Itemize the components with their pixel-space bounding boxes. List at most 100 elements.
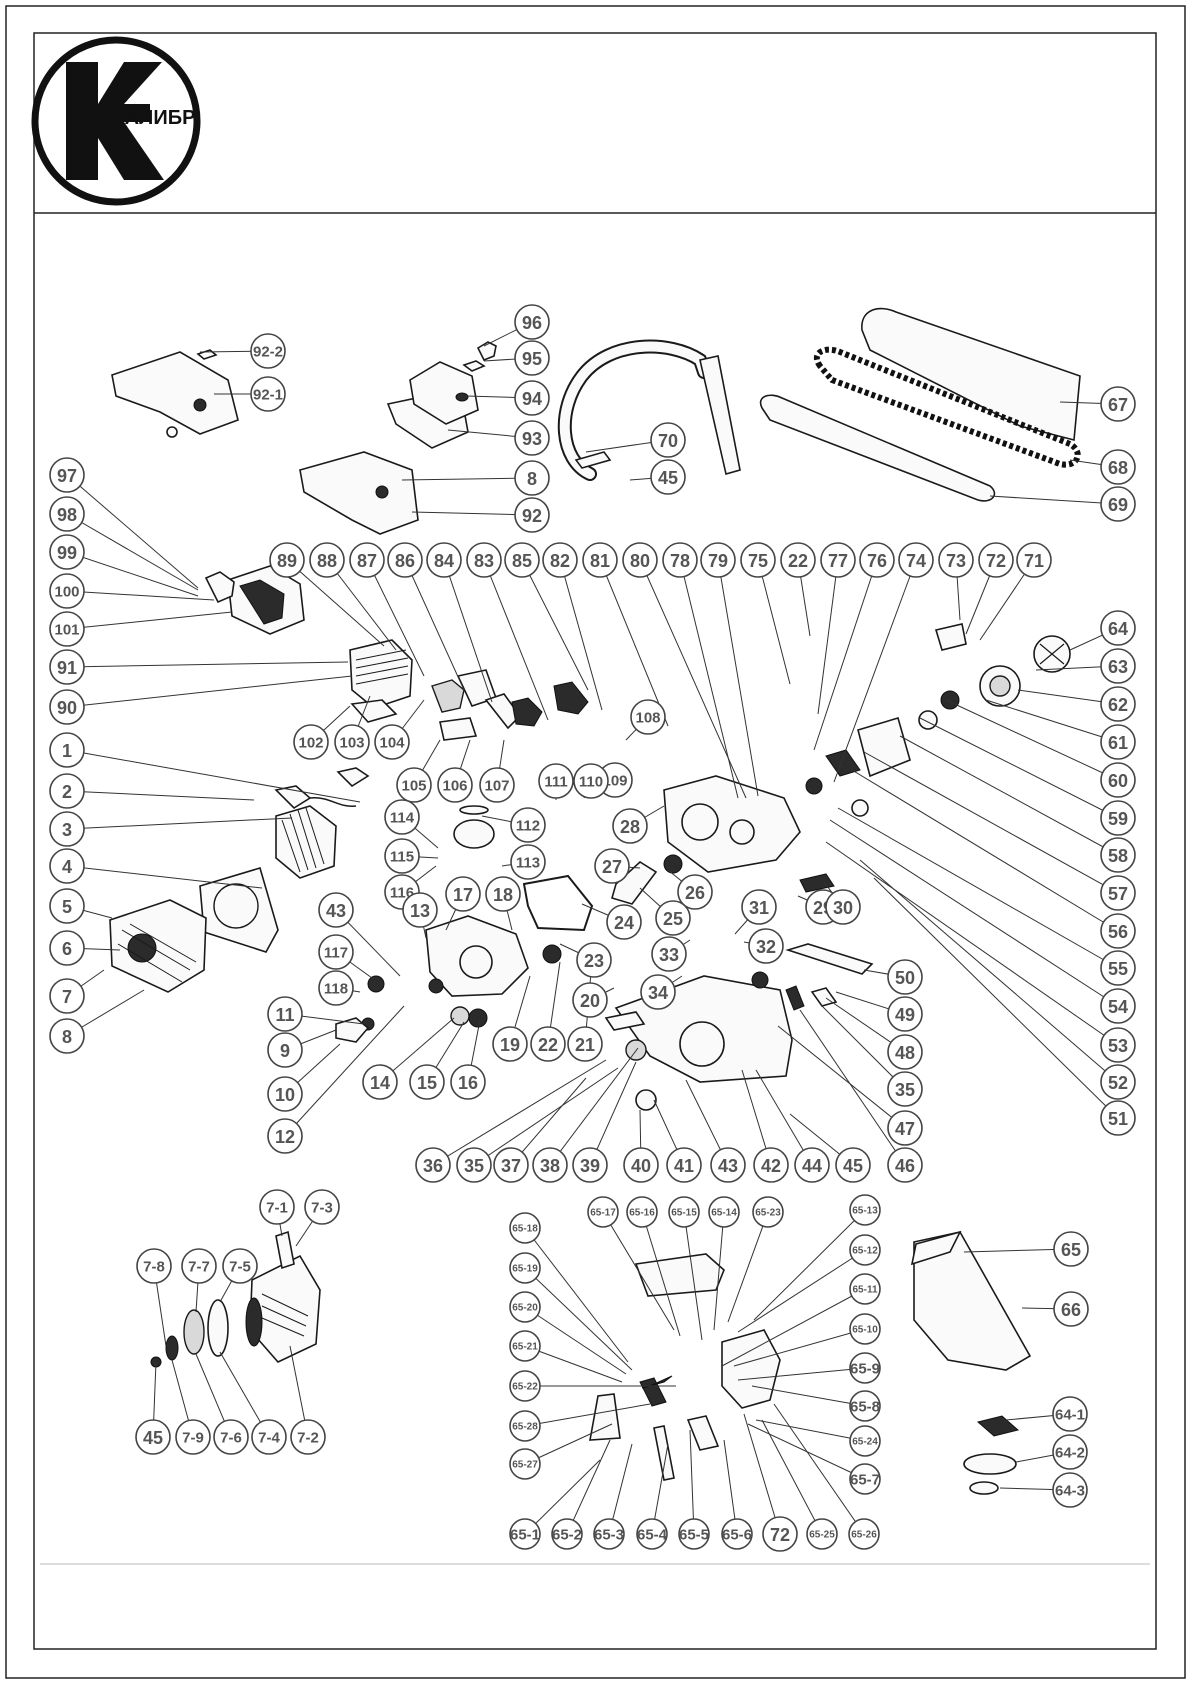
callout-bubble (269, 542, 305, 578)
callout-bubble (362, 1064, 398, 1100)
leader-line (737, 1249, 866, 1333)
callout-bubble (49, 573, 85, 609)
callout-bubble (293, 724, 329, 760)
callout-bubble (780, 542, 816, 578)
callout-23: 23 (576, 942, 612, 978)
callout-bubble (835, 1147, 871, 1183)
callout-bubble (456, 1147, 492, 1183)
callout-label: 110 (579, 774, 603, 791)
callout-label: 112 (516, 818, 540, 835)
callout-bubble (384, 799, 420, 835)
callout-label: 65-6 (722, 1527, 752, 1544)
callout-bubble (267, 996, 303, 1032)
callout-bubble (504, 542, 540, 578)
leader-line (66, 790, 255, 801)
callout-bubble (318, 970, 354, 1006)
callout-13: 13 (402, 892, 438, 928)
callout-65-4: 65-4 (636, 1518, 668, 1550)
callout-107: 107 (479, 767, 515, 803)
leader-line (66, 817, 293, 830)
callout-66: 66 (1053, 1291, 1089, 1327)
callout-label: 118 (324, 981, 348, 998)
callout-label: 2 (62, 782, 72, 802)
callout-26: 26 (677, 874, 713, 910)
callout-65-5: 65-5 (678, 1518, 710, 1550)
callout-65-16: 65-16 (626, 1196, 658, 1228)
callout-label: 63 (1108, 657, 1128, 677)
callout-bubble (576, 942, 612, 978)
part-drawings (109, 307, 1081, 1495)
callout-63: 63 (1100, 648, 1136, 684)
callout-label: 16 (458, 1073, 478, 1093)
callout-28: 28 (612, 808, 648, 844)
callout-21: 21 (567, 1026, 603, 1062)
callout-label: 65-23 (755, 1208, 781, 1219)
leader-line (510, 1077, 587, 1166)
leader-line (66, 675, 353, 708)
callout-label: 75 (748, 551, 768, 571)
callout-label: 34 (648, 983, 668, 1003)
leader-line (743, 1413, 781, 1535)
callout-bubble (318, 934, 354, 970)
callout-99: 99 (49, 534, 85, 570)
callout-label: 7-5 (229, 1259, 251, 1276)
callout-label: 65-8 (850, 1399, 880, 1416)
leader-line (411, 511, 533, 516)
callout-bubble (1100, 1100, 1136, 1136)
callout-bubble (849, 1313, 881, 1345)
callout-7-2: 7-2 (290, 1419, 326, 1455)
leader-line (66, 661, 349, 668)
callout-57: 57 (1100, 875, 1136, 911)
callout-65-12: 65-12 (849, 1234, 881, 1266)
callout-bubble (825, 889, 861, 925)
callout-bubble (402, 892, 438, 928)
callout-102: 102 (293, 724, 329, 760)
leader-line (524, 1267, 633, 1371)
callout-40: 40 (623, 1147, 659, 1183)
callout-label: 7-3 (311, 1200, 333, 1217)
callout-bubble (1100, 988, 1136, 1024)
callout-87: 87 (349, 542, 385, 578)
callout-80: 80 (622, 542, 658, 578)
callout-label: 38 (540, 1156, 560, 1176)
callout-69: 69 (1100, 486, 1136, 522)
callout-bubble (409, 1064, 445, 1100)
callout-bubble (49, 930, 85, 966)
callout-64-1: 64-1 (1052, 1396, 1088, 1432)
callout-65-22: 65-22 (509, 1370, 541, 1402)
leader-line (66, 865, 263, 889)
callout-label: 79 (708, 551, 728, 571)
callout-label: 106 (442, 778, 467, 795)
callout-46: 46 (887, 1147, 923, 1183)
leader-line (945, 699, 1119, 781)
callout-bubble (849, 1425, 881, 1457)
callout-label: 65-7 (850, 1472, 880, 1489)
leader-line (366, 559, 425, 677)
callout-label: 42 (761, 1156, 781, 1176)
callout-label: 100 (54, 584, 79, 601)
callout-label: 65-3 (594, 1527, 624, 1544)
callout-label: 65-28 (512, 1422, 538, 1433)
callout-label: 39 (580, 1156, 600, 1176)
callout-bubble (573, 763, 609, 799)
callout-83: 83 (466, 542, 502, 578)
callout-label: 48 (895, 1043, 915, 1063)
callout-label: 111 (544, 774, 567, 791)
callout-bubble (668, 1196, 700, 1228)
callout-65-27: 65-27 (509, 1448, 541, 1480)
callout-bubble (49, 649, 85, 685)
callout-4: 4 (49, 848, 85, 884)
callout-65-9: 65-9 (849, 1352, 881, 1384)
callout-67: 67 (1100, 386, 1136, 422)
callout-93: 93 (514, 420, 550, 456)
leader-line (66, 513, 199, 591)
callout-label: 10 (275, 1085, 295, 1105)
callout-label: 35 (464, 1156, 484, 1176)
leader-line (404, 559, 465, 691)
callout-label: 77 (828, 551, 848, 571)
callout-43: 43 (710, 1147, 746, 1183)
callout-8: 8 (49, 1018, 85, 1054)
callout-bubble (530, 1026, 566, 1062)
callout-53: 53 (1100, 1027, 1136, 1063)
callout-72: 72 (978, 542, 1014, 578)
